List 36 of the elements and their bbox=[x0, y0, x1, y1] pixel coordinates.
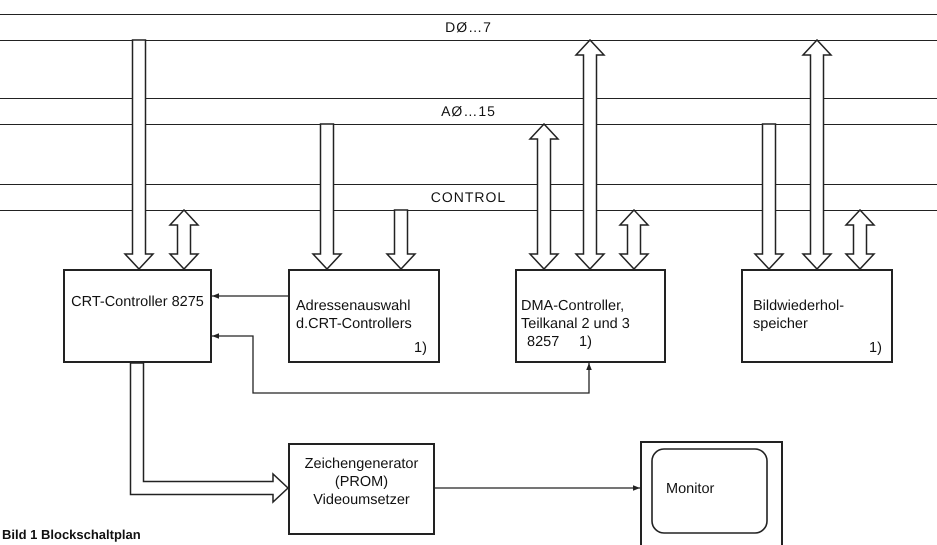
box-label: CRT-Controller 8275 bbox=[70, 293, 205, 311]
bus-arrow bbox=[385, 209, 417, 270]
footnote-mark: 1) bbox=[414, 339, 428, 357]
figure-caption: Bild 1 Blockschaltplan bbox=[2, 527, 141, 542]
signal-arrow bbox=[212, 333, 592, 394]
signal-arrow bbox=[435, 485, 640, 491]
bus-label: DØ…7 bbox=[445, 19, 492, 35]
monitor-box bbox=[640, 441, 783, 545]
footnote-mark: 1) bbox=[869, 339, 883, 357]
bus-band bbox=[0, 98, 937, 125]
block-box bbox=[515, 269, 666, 363]
bus-arrow bbox=[618, 208, 650, 270]
box-label: Bildwiederhol- speicher bbox=[753, 297, 846, 333]
bus-arrow bbox=[123, 39, 155, 270]
bus-arrow bbox=[844, 208, 876, 270]
bus-label: CONTROL bbox=[430, 189, 506, 205]
bus-arrow bbox=[168, 208, 200, 270]
block-box bbox=[288, 269, 440, 363]
box-label: DMA-Controller, Teilkanal 2 und 3 bbox=[521, 297, 631, 333]
bus-arrow bbox=[801, 38, 833, 270]
bus-arrow bbox=[753, 123, 785, 270]
signal-arrow bbox=[212, 293, 288, 299]
box-label: Monitor bbox=[666, 480, 716, 498]
footnote-mark: 1) bbox=[579, 333, 593, 351]
bus-band bbox=[0, 14, 937, 41]
box-label: 8257 bbox=[527, 333, 560, 351]
bus-arrow bbox=[311, 123, 343, 270]
block-box bbox=[741, 269, 893, 363]
bus-arrow bbox=[528, 122, 560, 270]
block-box bbox=[288, 443, 435, 535]
bus-label: AØ…15 bbox=[441, 103, 496, 119]
block-box bbox=[63, 269, 212, 363]
bus-arrow bbox=[574, 38, 606, 270]
box-label: Zeichengenerator (PROM) Videoumsetzer bbox=[304, 455, 420, 509]
bus-arrow bbox=[130, 362, 290, 504]
box-label: Adressenauswahl d.CRT-Controllers bbox=[296, 297, 413, 333]
